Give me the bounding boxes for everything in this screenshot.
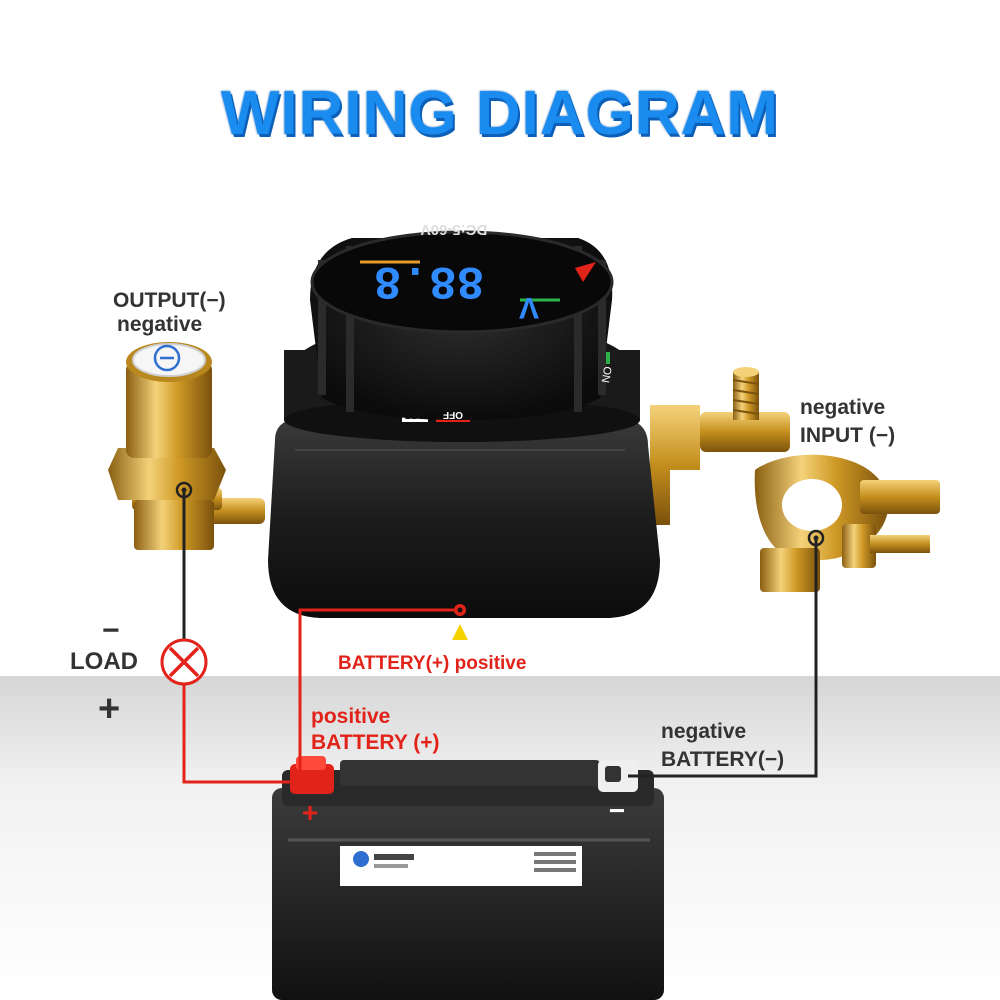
positive-battery-label-line2: BATTERY (+) [311, 731, 440, 754]
battery-switch-positive-label: BATTERY(+) positive [338, 653, 527, 674]
wires [175, 481, 825, 784]
dial-mark-off-1: OFF [405, 409, 425, 420]
diagram-title: WIRING DIAGRAM [220, 79, 780, 148]
voltage-display-reading: 88.8 [374, 254, 484, 306]
output-terminal-post [108, 342, 265, 550]
output-label-line2: negative [117, 313, 203, 336]
car-battery: + − [272, 756, 664, 1000]
output-label-line1: OUTPUT(−) [113, 289, 226, 312]
negative-battery-label-line1: negative [661, 720, 747, 743]
voltage-range-text: DC:5-60V [421, 221, 488, 238]
negative-battery-label-line2: BATTERY(−) [661, 748, 785, 771]
dial-mark-off-2: OFF [443, 409, 463, 420]
input-label-line1: negative [800, 396, 886, 419]
dial-mark-on: ON [599, 365, 614, 383]
positive-wire-load-to-battery [182, 640, 292, 784]
load-label: LOAD [70, 648, 138, 675]
battery-positive-mark: + [302, 797, 318, 828]
load-minus-sign: − [102, 614, 120, 647]
input-battery-clamp [650, 367, 940, 592]
positive-battery-label-line1: positive [311, 705, 391, 728]
load-plus-sign: + [98, 688, 121, 730]
negative-wire-input-to-battery [628, 538, 818, 778]
input-label-line2: INPUT (−) [800, 424, 896, 447]
battery-switch-device: 88.8 V DC:5-60V ON OFF OFF [268, 221, 660, 618]
battery-negative-mark: − [609, 795, 625, 826]
positive-terminal-pointer [452, 624, 468, 640]
load-symbol [160, 638, 208, 686]
positive-wire-switch-to-battery [298, 608, 460, 780]
voltage-display-unit: V [519, 291, 539, 324]
